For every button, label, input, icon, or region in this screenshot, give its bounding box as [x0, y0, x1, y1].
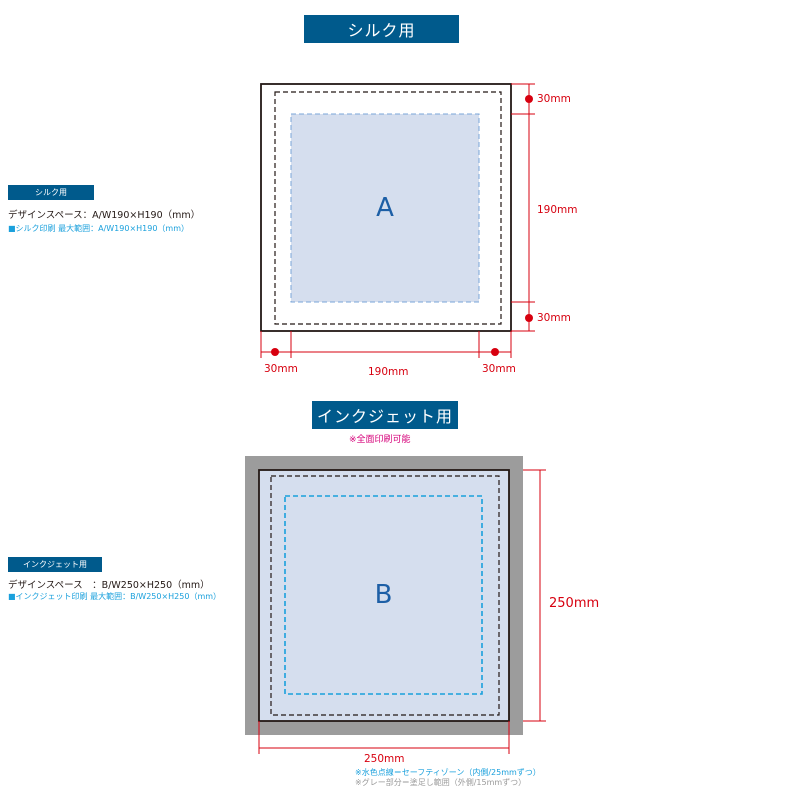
inkjet-area-label: B: [374, 580, 393, 610]
inkjet-title-badge: インクジェット用: [312, 401, 458, 429]
inkjet-inner-dashed-frame: [270, 475, 500, 716]
inkjet-safety-zone: [284, 495, 483, 695]
silk-dim-bottom-left: 30mm: [264, 363, 298, 375]
silk-dim-right-bottom: 30mm: [537, 312, 571, 324]
silk-inner-dashed-frame: [274, 91, 502, 325]
silk-dim-bottom-mid: 190mm: [368, 366, 409, 378]
silk-dim-right-mid: 190mm: [537, 204, 578, 216]
inkjet-print-range: ■インクジェット印刷 最大範囲：B/W250×H250（mm）: [8, 592, 222, 601]
inkjet-product-frame: [258, 469, 510, 722]
silk-print-range: ■シルク印刷 最大範囲：A/W190×H190（mm）: [8, 224, 190, 233]
silk-dim-bottom-right: 30mm: [482, 363, 516, 375]
silk-design-space: デザインスペース：A/W190×H190（mm）: [8, 210, 201, 221]
silk-area-a: [290, 113, 480, 303]
inkjet-dim-right: 250mm: [549, 596, 600, 611]
inkjet-full-print-note: ※全面印刷可能: [349, 435, 411, 445]
inkjet-legend-bleed: ※グレー部分＝塗足し範囲（外側/15mmずつ）: [355, 778, 527, 787]
silk-area-label: A: [376, 193, 394, 223]
inkjet-legend-safety: ※水色点線＝セーフティゾーン（内側/25mmずつ）: [355, 768, 541, 777]
silk-side-badge: シルク用: [8, 185, 94, 200]
inkjet-dim-bottom: 250mm: [364, 753, 405, 765]
inkjet-design-space: デザインスペース ：B/W250×H250（mm）: [8, 580, 210, 591]
inkjet-side-badge: インクジェット用: [8, 557, 102, 572]
silk-dim-right-top: 30mm: [537, 93, 571, 105]
silk-title-badge: シルク用: [304, 15, 459, 43]
